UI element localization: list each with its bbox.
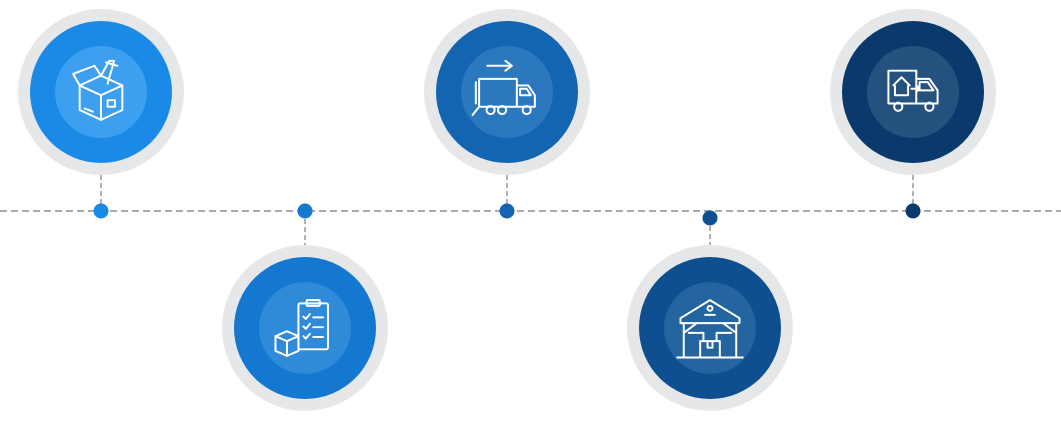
step-shipping [424,9,590,219]
timeline-dot [93,203,109,219]
timeline-dot [499,203,515,219]
timeline-dot [297,203,313,219]
step-inner-circle [55,46,147,138]
step-delivery [830,9,996,219]
step-inner-circle [461,46,553,138]
timeline-dot [702,210,718,226]
timeline-dot [905,203,921,219]
timeline-steps [18,9,996,411]
step-packing [18,9,184,219]
warehouse-icon [676,299,744,359]
step-warehouse [627,210,793,411]
step-checklist [222,203,388,411]
open-box-icon [72,59,124,121]
delivery-truck-icon [471,59,536,116]
clipboard-checklist-icon [274,299,329,357]
step-inner-circle [867,46,959,138]
step-inner-circle [664,282,756,374]
home-delivery-van-icon [887,69,939,112]
